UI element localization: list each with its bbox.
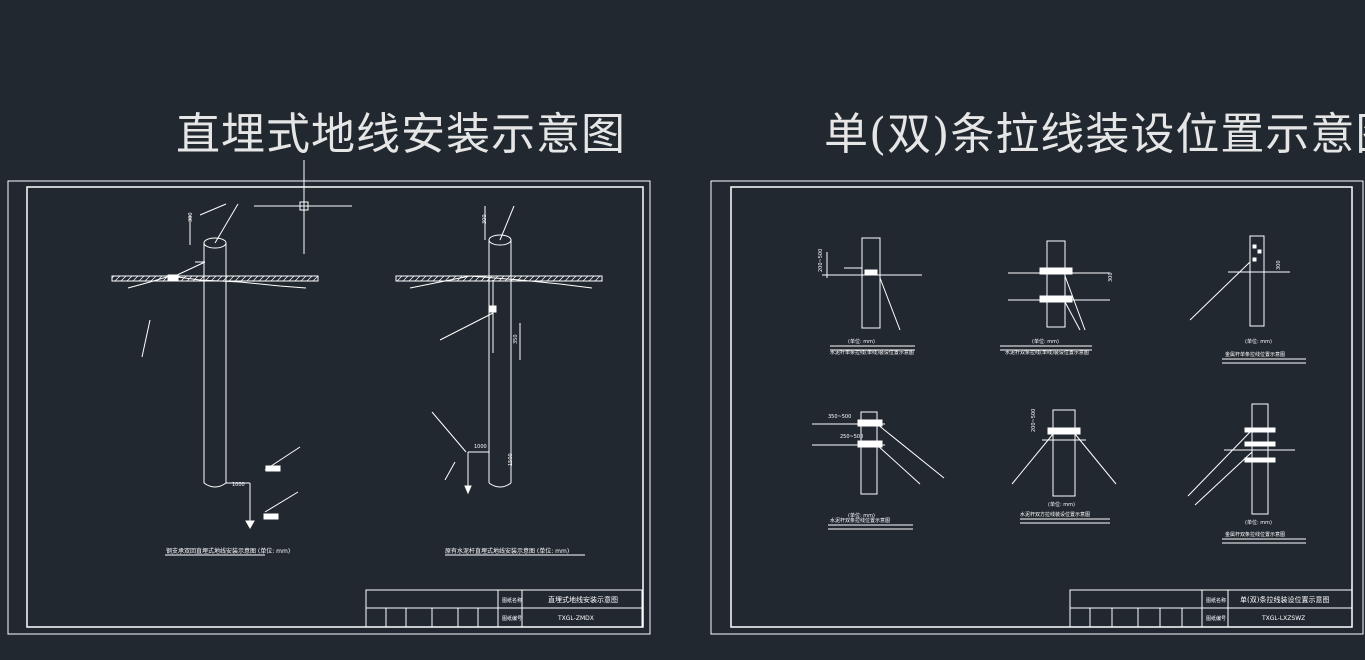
right-sheet-texts: (单位: mm) 水泥杆单条拉线(单线)装设位置示意图 (单位: mm) 水泥杆… <box>818 249 1329 622</box>
caption-fig-4: 水泥杆双条拉线位置示意图 <box>830 517 890 524</box>
fig-double-guy-metal <box>1187 403 1306 544</box>
unit-note-6: (单位: mm) <box>1245 519 1272 526</box>
caption-fig-6: 金属杆双条拉线位置示意图 <box>1225 531 1285 538</box>
drawing-title-right: 单(双)条拉线装设位置示意图 <box>824 109 1365 160</box>
right-sheet-inner-border <box>730 186 1353 628</box>
ground-line-b <box>395 275 603 289</box>
fig-double-guy-concrete <box>1000 240 1110 351</box>
left-sheet <box>7 160 651 635</box>
dim-right-6: 300 <box>1276 260 1282 270</box>
unit-note-3: (单位: mm) <box>1245 338 1272 345</box>
dim-right-2: 300 <box>1108 272 1114 282</box>
tb-right-label-1: 图纸名称 <box>1206 597 1226 604</box>
fig-double-guy-concrete-2 <box>812 411 945 530</box>
right-title-block <box>1069 589 1353 628</box>
unit-note-4: (单位: mm) <box>848 512 875 519</box>
left-sheet-outer-border <box>7 180 651 635</box>
tb-left-label-1: 图纸名称 <box>502 597 522 604</box>
left-sheet-inner-border <box>26 186 644 628</box>
fig-single-guy-metal <box>1189 235 1306 364</box>
cad-crosshair-cursor <box>254 160 352 254</box>
caption-fig-2: 水泥杆双条拉线(单线)装设位置示意图 <box>1005 349 1089 356</box>
unit-note-1: (单位: mm) <box>848 338 875 345</box>
unit-note-2: (单位: mm) <box>1032 338 1059 345</box>
tb-right-label-2: 图纸编号 <box>1206 615 1226 622</box>
fig-single-guy-concrete <box>822 237 922 351</box>
right-sheet <box>710 180 1364 635</box>
left-title-block <box>365 589 643 628</box>
dim-right-3: 350~500 <box>828 414 851 420</box>
caption-fig-1: 水泥杆单条拉线(单线)装设位置示意图 <box>830 349 914 356</box>
dim-left-2: 300 <box>482 214 488 224</box>
dim-right-1: 200~500 <box>818 249 824 272</box>
dim-right-4: 250~500 <box>840 434 863 440</box>
dim-left-6: 1500 <box>508 453 514 466</box>
tb-left-label-2: 图纸编号 <box>502 615 522 622</box>
unit-note-5: (单位: mm) <box>1048 501 1075 508</box>
tb-right-value-1: 单(双)条拉线装设位置示意图 <box>1240 595 1329 604</box>
tb-right-value-2: TXGL-LXZSWZ <box>1261 615 1305 622</box>
caption-concrete-pole: 原有水泥杆直埋式地线安装示意图 (单位: mm) <box>445 547 569 555</box>
tb-left-value-2: TXGL-ZMDX <box>557 615 594 622</box>
dim-left-3: 1000 <box>232 482 245 488</box>
dim-left-5: 350 <box>513 334 519 344</box>
caption-fig-3: 金属杆单条拉线位置示意图 <box>1225 351 1285 358</box>
drawing-title-left: 直埋式地线安装示意图 <box>176 109 626 160</box>
caption-steel-pole: 钢支承双回直埋式地线安装示意图 (单位: mm) <box>166 547 290 555</box>
dim-left-4: 1000 <box>474 444 487 450</box>
concrete-pole-b <box>431 205 521 495</box>
ground-line-a <box>111 275 319 289</box>
right-sheet-outer-border <box>710 180 1364 635</box>
left-sheet-texts: 钢支承双回直埋式地线安装示意图 (单位: mm) 原有水泥杆直埋式地线安装示意图… <box>166 212 618 622</box>
dim-right-5: 200~500 <box>1031 409 1037 432</box>
dim-left-1: 300 <box>188 212 194 222</box>
fig-double-side-guy <box>1011 409 1117 524</box>
caption-fig-5: 水泥杆双方拉线装设位置示意图 <box>1020 511 1090 518</box>
steel-pole-a <box>141 203 301 530</box>
tb-left-value-1: 直埋式地线安装示意图 <box>548 595 618 604</box>
